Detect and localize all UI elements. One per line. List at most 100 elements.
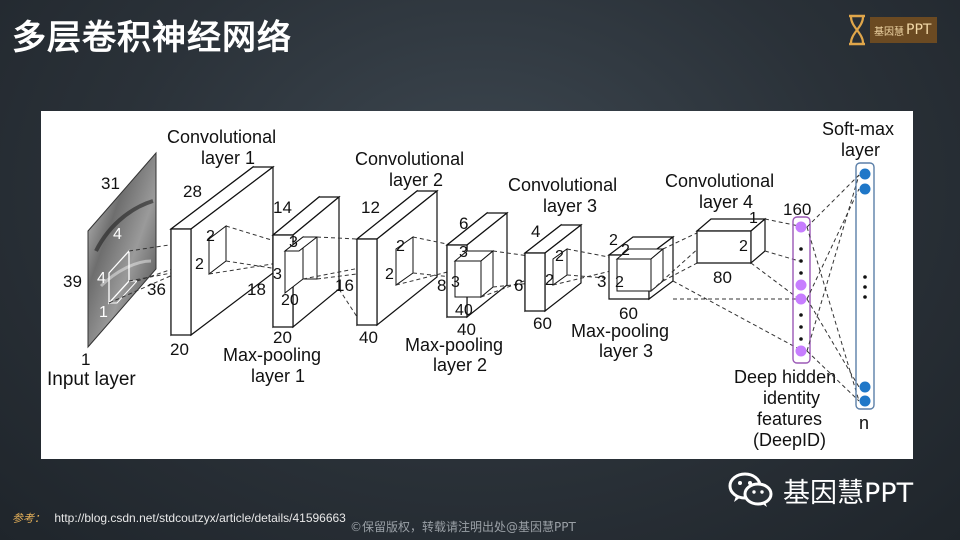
conv4-d-label: 80 bbox=[713, 268, 732, 287]
ellipsis-dot bbox=[863, 285, 867, 289]
conv4-title-1: Convolutional bbox=[665, 171, 774, 191]
softmax-layer bbox=[855, 162, 875, 410]
logo-text: PPT bbox=[906, 22, 932, 38]
input-w-label: 39 bbox=[63, 272, 82, 291]
ellipsis-dot bbox=[863, 275, 867, 279]
softmax-title-2: layer bbox=[841, 140, 880, 160]
reference-line: 参考： http://blog.csdn.net/stdcoutzyx/arti… bbox=[12, 510, 346, 526]
conv1-title-2: layer 1 bbox=[201, 148, 255, 168]
pool1-inner-d-label: 20 bbox=[281, 292, 299, 309]
pool2-w-label: 8 bbox=[437, 276, 446, 295]
connections-pool3-conv4 bbox=[650, 230, 800, 350]
input-depth-label: 1 bbox=[81, 350, 90, 369]
softmax-node bbox=[859, 381, 871, 393]
deepid-title-1: Deep hidden bbox=[734, 367, 836, 387]
ellipsis-dot bbox=[799, 271, 803, 275]
pool3-title-2: layer 3 bbox=[599, 341, 653, 361]
conv1-w-label: 36 bbox=[147, 280, 166, 299]
pool1-title-2: layer 1 bbox=[251, 366, 305, 386]
deepid-title-2: identity bbox=[763, 388, 820, 408]
ellipsis-dot bbox=[799, 325, 803, 329]
deepid-node bbox=[795, 279, 807, 291]
reference-label: 参考： bbox=[12, 513, 45, 525]
pool3-kernel bbox=[615, 247, 665, 293]
conv2-h-label: 12 bbox=[361, 198, 380, 217]
conv1-k1-label: 2 bbox=[206, 228, 215, 245]
wechat-account-name: 基因慧PPT bbox=[783, 477, 914, 509]
pool3-d-label: 60 bbox=[619, 304, 638, 323]
conv3-w-label: 6 bbox=[514, 276, 523, 295]
connections-pool2-conv3 bbox=[480, 250, 552, 298]
deepid-layer bbox=[792, 216, 811, 364]
conv4-w-label: 2 bbox=[739, 238, 748, 255]
connections-deepid-softmax bbox=[806, 174, 860, 402]
ellipsis-dot bbox=[799, 247, 803, 251]
deepid-title-4: (DeepID) bbox=[753, 430, 826, 450]
reference-url[interactable]: http://blog.csdn.net/stdcoutzyx/article/… bbox=[54, 511, 346, 525]
softmax-title-1: Soft-max bbox=[822, 119, 894, 139]
input-k2-label: 4 bbox=[97, 270, 106, 287]
pool3-k1-label: 2 bbox=[621, 242, 630, 259]
softmax-n-label: n bbox=[859, 413, 869, 433]
conv1-k2-label: 2 bbox=[195, 256, 204, 273]
conv4-title-2: layer 4 bbox=[699, 192, 753, 212]
cnn-architecture-figure: 31 39 4 4 1 1 Input layer Convolutional … bbox=[41, 111, 913, 459]
wechat-icon bbox=[728, 472, 773, 507]
ellipsis-dot bbox=[863, 295, 867, 299]
pool1-kernel bbox=[283, 235, 319, 295]
input-layer-label: Input layer bbox=[47, 369, 136, 390]
softmax-node bbox=[859, 168, 871, 180]
copyright-notice: ©保留版权，转载请注明出处@基因慧PPT bbox=[350, 520, 576, 534]
logo-small-text: 基因慧 bbox=[874, 26, 904, 38]
pool1-title-1: Max-pooling bbox=[223, 345, 321, 365]
conv3-h-label: 4 bbox=[531, 222, 540, 241]
conv3-d-label: 60 bbox=[533, 314, 552, 333]
conv2-k2-label: 2 bbox=[385, 266, 394, 283]
deepid-node bbox=[795, 345, 807, 357]
softmax-node bbox=[859, 395, 871, 407]
pool2-inner-d-label: 40 bbox=[455, 302, 473, 319]
conv1-title-1: Convolutional bbox=[167, 127, 276, 147]
ellipsis-dot bbox=[799, 337, 803, 341]
softmax-node bbox=[859, 183, 871, 195]
deepid-title-3: features bbox=[757, 409, 822, 429]
pool3-w-label: 3 bbox=[597, 272, 606, 291]
conv2-title-1: Convolutional bbox=[355, 149, 464, 169]
input-h-label: 31 bbox=[101, 174, 120, 193]
pool1-k2-label: 3 bbox=[273, 266, 282, 283]
conv1-d-label: 20 bbox=[170, 340, 189, 359]
pool2-title-1: Max-pooling bbox=[405, 335, 503, 355]
pool2-kernel bbox=[453, 249, 495, 299]
pool2-k2-label: 3 bbox=[451, 274, 460, 291]
ellipsis-dot bbox=[799, 259, 803, 263]
pool3-h-label: 2 bbox=[609, 232, 618, 249]
pool1-d-label: 20 bbox=[273, 328, 292, 347]
deepid-node bbox=[795, 221, 807, 233]
pool1-k1-label: 3 bbox=[289, 234, 298, 251]
wechat-badge: 基因慧PPT bbox=[727, 470, 913, 510]
pool2-k1-label: 3 bbox=[459, 244, 468, 261]
conv2-d-label: 40 bbox=[359, 328, 378, 347]
pool2-h-label: 6 bbox=[459, 214, 468, 233]
input-k1-label: 4 bbox=[113, 226, 122, 243]
hourglass-dna-logo-icon bbox=[849, 14, 865, 46]
deepid-node bbox=[795, 293, 807, 305]
pool3-title-1: Max-pooling bbox=[571, 321, 669, 341]
conv2-w-label: 16 bbox=[335, 276, 354, 295]
brand-logo: 基因慧 PPT bbox=[846, 13, 938, 47]
conv1-h-label: 28 bbox=[183, 182, 202, 201]
pool2-title-2: layer 2 bbox=[433, 355, 487, 375]
pool1-w-label: 18 bbox=[247, 280, 266, 299]
pool3-k2-label: 2 bbox=[615, 274, 624, 291]
conv4-block bbox=[695, 217, 767, 265]
conv4-h-label: 1 bbox=[749, 210, 758, 227]
input-k3-label: 1 bbox=[99, 304, 108, 321]
deepid-count-label: 160 bbox=[783, 200, 811, 219]
conv2-title-2: layer 2 bbox=[389, 170, 443, 190]
cnn-diagram-svg: 31 39 4 4 1 1 Input layer Convolutional … bbox=[47, 119, 894, 450]
logo-text-box: 基因慧 PPT bbox=[870, 17, 938, 43]
conv3-k2-label: 2 bbox=[545, 272, 554, 289]
ellipsis-dot bbox=[799, 313, 803, 317]
conv3-k1-label: 2 bbox=[555, 248, 564, 265]
conv3-title-1: Convolutional bbox=[508, 175, 617, 195]
